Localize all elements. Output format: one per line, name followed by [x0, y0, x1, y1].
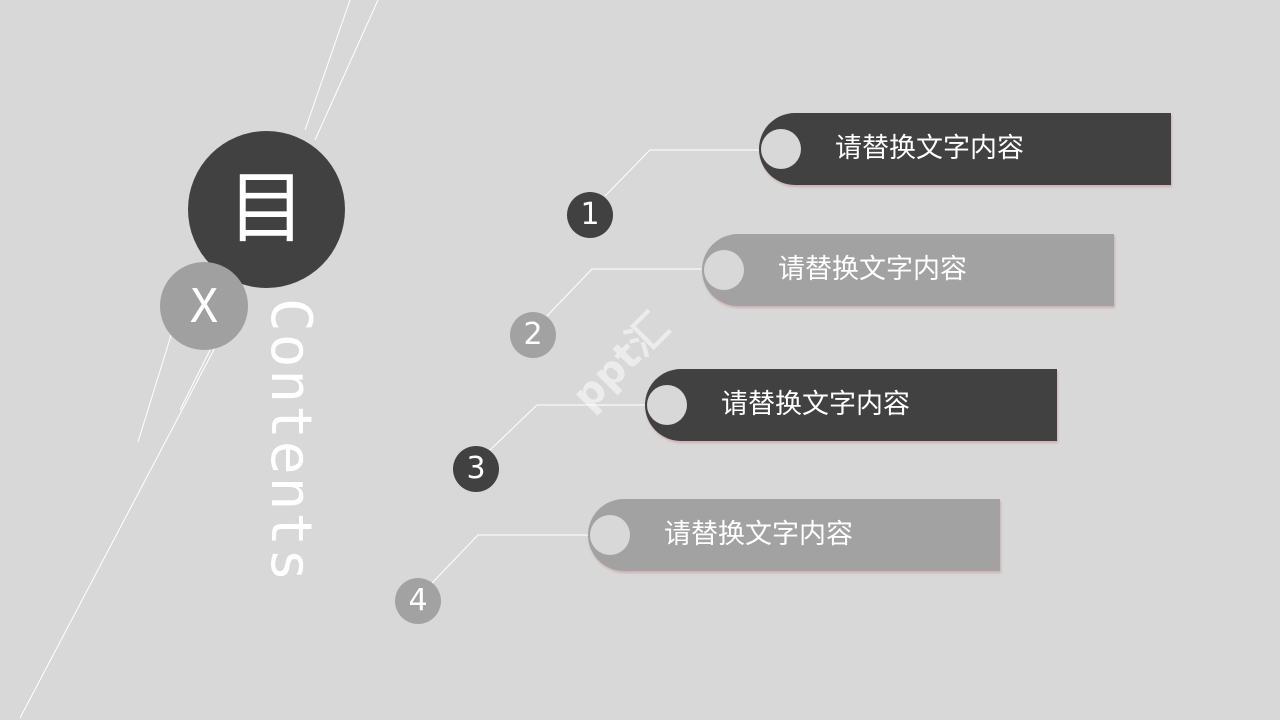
- toc-item-1[interactable]: 请替换文字内容: [759, 113, 1171, 185]
- contents-vertical-title: Contents: [258, 298, 323, 584]
- toc-item-label: 请替换文字内容: [778, 254, 967, 285]
- bar-notch: [590, 515, 630, 555]
- bar-notch: [647, 385, 687, 425]
- toc-item-label: 请替换文字内容: [835, 133, 1024, 164]
- item-number-4: 4: [395, 578, 441, 624]
- title-char: 目: [227, 164, 306, 254]
- title-subchar: X: [190, 279, 218, 333]
- toc-item-2[interactable]: 请替换文字内容: [702, 234, 1114, 306]
- item-number-2: 2: [510, 312, 556, 358]
- title-char-circle: 目: [188, 131, 345, 288]
- toc-item-3[interactable]: 请替换文字内容: [645, 369, 1057, 441]
- bar-notch: [761, 129, 801, 169]
- item-number-1: 1: [567, 192, 613, 238]
- toc-item-4[interactable]: 请替换文字内容: [588, 499, 1000, 571]
- title-subchar-circle: X: [160, 262, 248, 350]
- toc-item-label: 请替换文字内容: [721, 389, 910, 420]
- item-number-3: 3: [453, 446, 499, 492]
- toc-item-label: 请替换文字内容: [664, 519, 853, 550]
- bar-notch: [704, 250, 744, 290]
